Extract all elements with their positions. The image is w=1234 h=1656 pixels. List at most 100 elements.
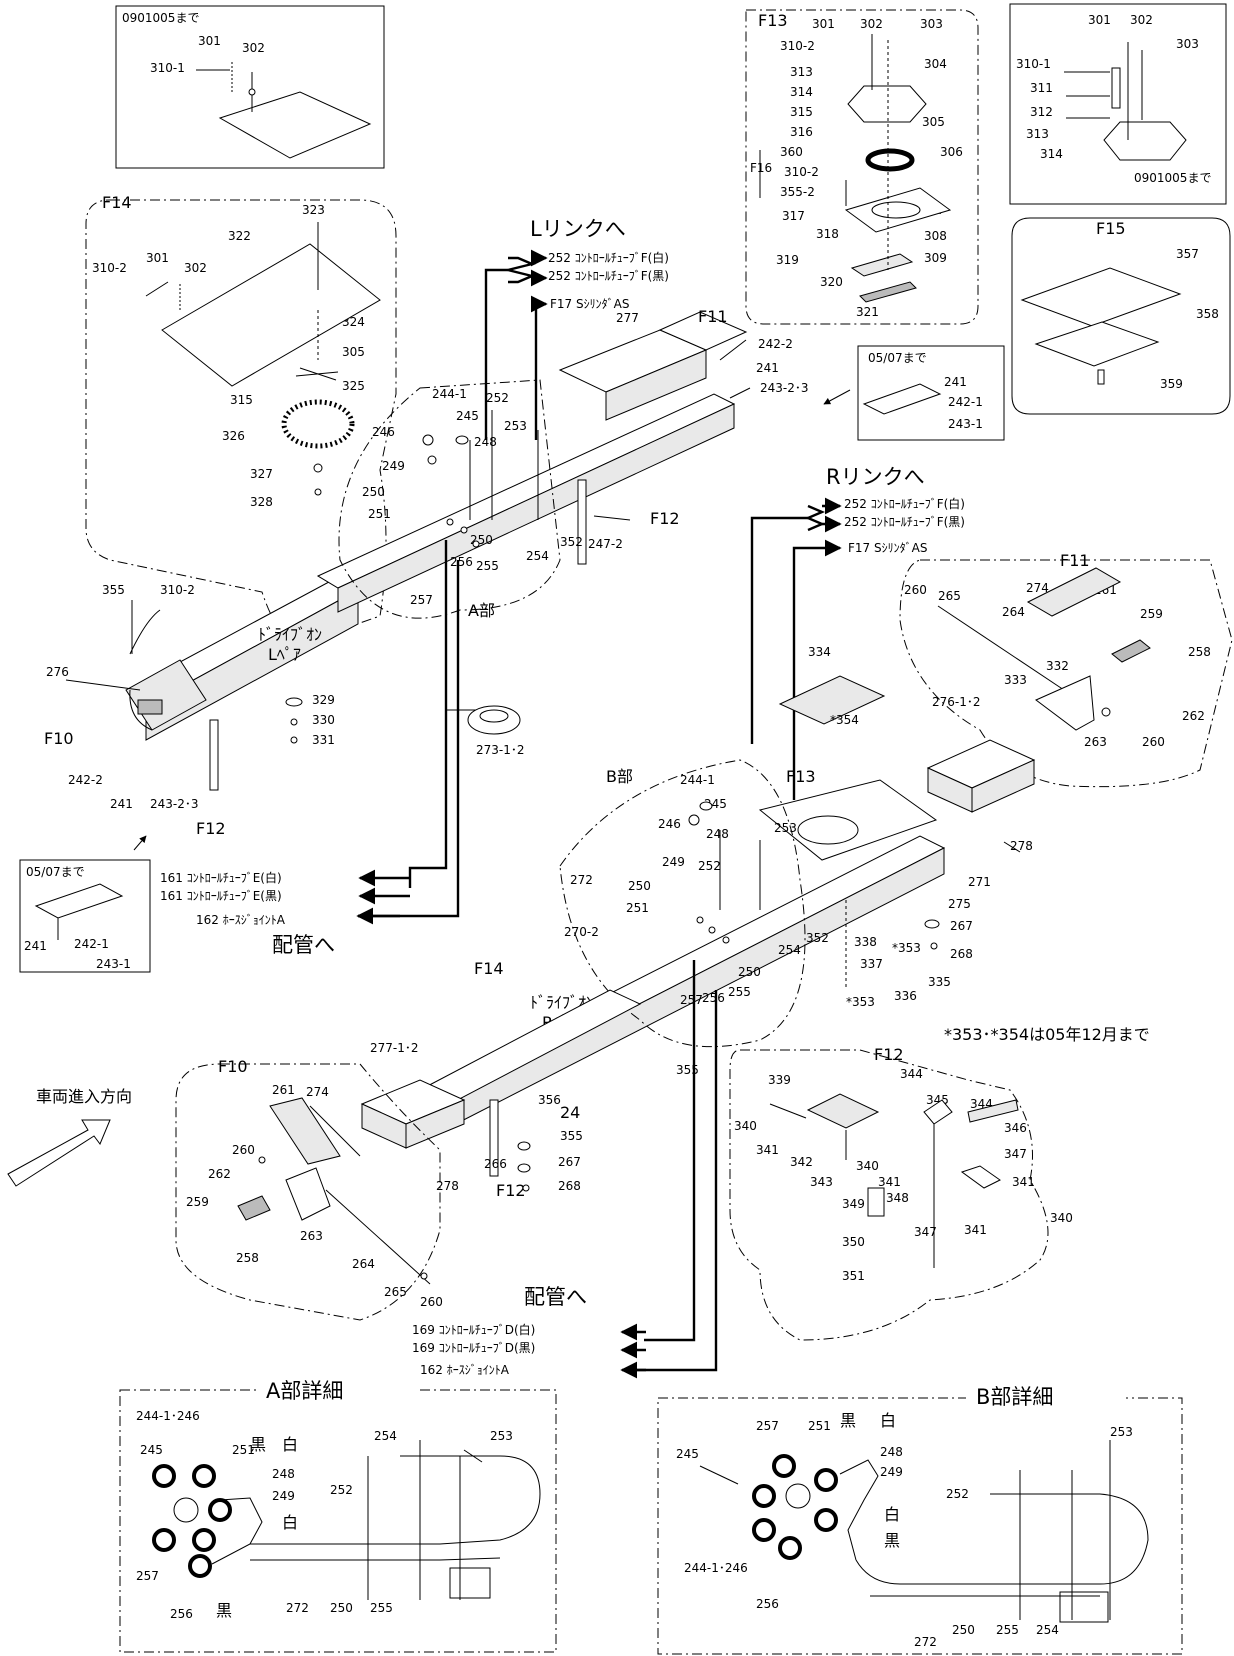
part-label: 241 [24,939,47,953]
part-label: 333 [1004,673,1027,687]
group-label: F14 [102,193,132,212]
bracket-339 [806,1093,880,1129]
drive-on-ramp-r: F14 ﾄﾞﾗｲﾌﾞｵﾝ Rﾍﾟｱ F12 266 356 24 355 267… [360,959,699,1200]
part-label: 355 [676,1063,699,1077]
piping-a-connections: 161 ｺﾝﾄﾛｰﾙﾁｭｰﾌﾞE(白) 161 ｺﾝﾄﾛｰﾙﾁｭｰﾌﾞE(黒) … [160,540,460,957]
part-label: *354 [830,713,859,727]
part-label: 257 [136,1569,159,1583]
part-label: 337 [860,957,883,971]
piping-title: 配管へ [272,933,335,957]
cover-plate [218,91,372,159]
part-label: 303 [1176,37,1199,51]
part-label: 314 [790,85,813,99]
connection-label: 252 ｺﾝﾄﾛｰﾙﾁｭｰﾌﾞF(黒) [844,515,965,529]
color-label: 白 [880,1411,896,1430]
group-label: F15 [1096,219,1126,238]
part-label: 242-2 [758,337,793,351]
part-label: 351 [842,1269,865,1283]
part-label: 261 [272,1083,295,1097]
part-label: 258 [236,1251,259,1265]
part-label: 341 [1012,1175,1035,1189]
octagon-cover [847,85,927,123]
part-label: 326 [222,429,245,443]
connection-label: 169 ｺﾝﾄﾛｰﾙﾁｭｰﾌﾞD(白) [412,1322,535,1337]
part-label: 359 [1160,377,1183,391]
part-label: 310-2 [160,583,195,597]
part-label: 327 [250,467,273,481]
connection-label: F17 SｼﾘﾝﾀﾞAS [848,541,927,555]
part-label: 252 [946,1487,969,1501]
part-label: 262 [1182,709,1205,723]
part-label: 267 [950,919,973,933]
part-label: 244-1 [432,387,467,401]
group-label: F11 [698,307,728,326]
part-label: 302 [242,41,265,55]
part-label: 248 [474,435,497,449]
inset-note: 05/07まで [26,865,85,879]
part-label: 257 [680,993,703,1007]
connection-label: 162 ﾎｰｽｼﾞｮｲﾝﾄA [420,1363,510,1377]
b-detail-title: B部詳細 [976,1385,1053,1409]
group-f12: F12 339 344 345 344 346 347 341 340 341 … [729,1045,1073,1341]
part-label: 256 [170,1607,193,1621]
part-label: 335 [928,975,951,989]
part-label: 242-1 [74,937,109,951]
part-label: *353 [846,995,875,1009]
part-label: 260 [232,1143,255,1157]
part-label: 314 [1040,147,1063,161]
part-label: 336 [894,989,917,1003]
part-label: 355-2 [780,185,815,199]
part-label: 271 [968,875,991,889]
part-273 [467,705,521,735]
part-label: 265 [938,589,961,603]
top-cover-plate [161,243,381,387]
part-label: 339 [768,1073,791,1087]
part-label: 342 [790,1155,813,1169]
part-label: 355 [102,583,125,597]
part-label: 310-2 [92,261,127,275]
part-label: 246 [658,817,681,831]
part-label: 243-1 [948,417,983,431]
part-label: 301 [812,17,835,31]
part-label: 254 [526,549,549,563]
part-label: 251 [232,1443,255,1457]
part-label: 249 [880,1465,903,1479]
part-label: 264 [1002,605,1025,619]
group-label: F11 [1060,551,1090,570]
piping-title: 配管へ [524,1285,587,1309]
a-detail-panel: A部詳細 244-1･246 245 251 黒 白 248 249 白 254… [119,1379,557,1653]
part-label: 340 [734,1119,757,1133]
part-334 [778,675,886,725]
part-label: 252 [330,1483,353,1497]
color-label: 黒 [250,1435,266,1454]
part-label: 245 [456,409,479,423]
part-label: 268 [558,1179,581,1193]
part-label: 278 [1010,839,1033,853]
part-label: 257 [756,1419,779,1433]
part-label: 331 [312,733,335,747]
part-label: 272 [570,873,593,887]
part-label: 313 [790,65,813,79]
part-label: 320 [820,275,843,289]
part-label: 244-1 [680,773,715,787]
part-label: 249 [272,1489,295,1503]
group-f11: F11 260 265 274 261 259 264 258 332 333 … [899,551,1233,788]
part-label: 241 [110,797,133,811]
part-label: 305 [922,115,945,129]
part-label: 263 [300,1229,323,1243]
part-label: 272 [286,1601,309,1615]
group-label: F14 [474,959,504,978]
part-label: 257 [410,593,433,607]
part-label: 338 [854,935,877,949]
part-label: 304 [924,57,947,71]
part-label: 316 [790,125,813,139]
vehicle-direction-label: 車両進入方向 [36,1087,132,1106]
part-label: 277 [616,311,639,325]
color-label: 黒 [884,1531,900,1550]
connection-label: F17 SｼﾘﾝﾀﾞAS [550,297,629,311]
part-label: 305 [342,345,365,359]
part-label: 325 [342,379,365,393]
part-label: 302 [184,261,207,275]
part-label: 250 [330,1601,353,1615]
